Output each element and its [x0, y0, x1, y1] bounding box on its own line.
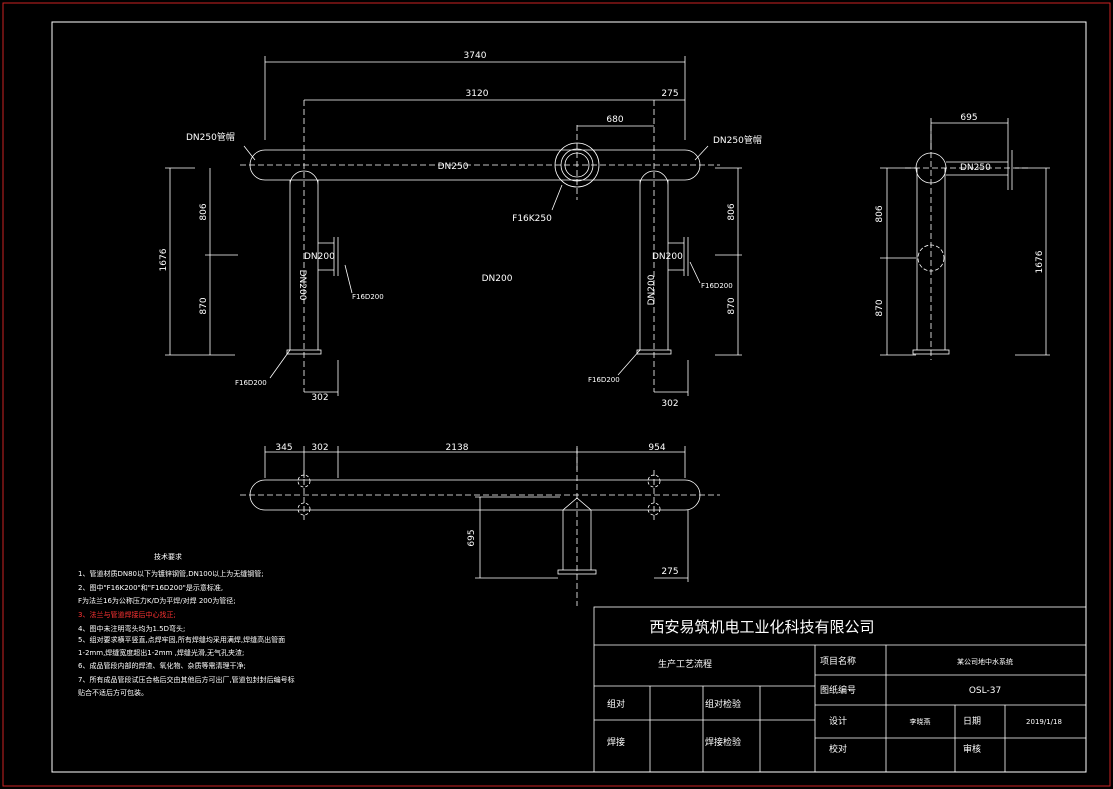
- label-header: DN250: [438, 162, 469, 172]
- design-value: 李晓燕: [910, 717, 931, 726]
- dim-flange-span: 680: [606, 115, 623, 125]
- dim-overall: 3740: [464, 51, 487, 61]
- dim-right-offset: 275: [661, 89, 678, 99]
- top-dim-c: 2138: [446, 443, 469, 453]
- date-value: 2019/1/18: [1026, 718, 1062, 726]
- top-dim-a: 345: [275, 443, 292, 453]
- title-block: [593, 606, 1087, 773]
- label-flange-left-bottom: F16D200: [235, 379, 267, 387]
- top-header: [249, 479, 701, 511]
- note-item: 6、成品管段内部的焊渣、氧化物、杂质等需清理干净;: [78, 661, 246, 670]
- side-dim-total: 1676: [1035, 250, 1045, 273]
- note-item: F为法兰16为公称压力K/D为平焊/对焊 200为管径;: [78, 596, 236, 605]
- label-branch-left: DN200: [304, 252, 335, 262]
- design-label: 设计: [829, 715, 847, 727]
- note-item: 贴合不适后方可包装。: [78, 688, 148, 697]
- top-dim-d: 954: [648, 443, 665, 453]
- right-leg: [639, 170, 669, 350]
- top-dim-depth: 695: [467, 529, 477, 546]
- side-label-header: DN250: [960, 163, 991, 173]
- inner-frame: [51, 21, 1087, 773]
- row-b1: 焊接: [607, 736, 625, 748]
- label-left-cap: DN250管帽: [186, 131, 235, 143]
- label-center: DN200: [482, 274, 513, 284]
- dim-height-lower: 870: [199, 297, 209, 314]
- note-item: 2、图中"F16K200"和"F16D200"是示意标准,: [78, 583, 223, 592]
- dim-height-upper: 806: [199, 203, 209, 220]
- notes-title: 技术要求: [154, 552, 182, 561]
- side-dim-top: 695: [960, 113, 977, 123]
- side-dim-lower: 870: [875, 299, 885, 316]
- project-name-value: 某公司地中水系统: [957, 657, 1013, 666]
- dim-height-total: 1676: [159, 248, 169, 271]
- dim-height-upper-right: 806: [727, 203, 737, 220]
- left-leg: [289, 170, 319, 350]
- label-flange-left-side: F16D200: [352, 293, 384, 301]
- note-item: 4、图中未注明弯头均为1.5D弯头;: [78, 624, 185, 633]
- label-flange-right-side: F16D200: [701, 282, 733, 290]
- dim-leg-right: 302: [661, 399, 678, 409]
- check-label: 校对: [829, 743, 847, 755]
- label-flange-center: F16K250: [512, 214, 552, 224]
- drawing-no-value: OSL-37: [969, 686, 1001, 696]
- label-branch-right: DN200: [652, 252, 683, 262]
- dim-leg-left: 302: [311, 393, 328, 403]
- review-label: 审核: [963, 743, 981, 755]
- date-label: 日期: [963, 716, 981, 727]
- process-label: 生产工艺流程: [658, 658, 712, 670]
- row-b2: 焊接检验: [705, 736, 741, 748]
- drawing-no-label: 图纸编号: [820, 684, 856, 696]
- note-item: 7、所有成品管段试压合格后交由其他后方可出厂,管道包封封后编号标: [78, 675, 295, 684]
- note-item: 3、法兰与管道焊接后中心找正;: [78, 610, 176, 619]
- project-name-label: 项目名称: [820, 655, 856, 667]
- note-item: 1、管道材质DN80以下为镀锌钢管,DN100以上为无缝钢管;: [78, 569, 264, 578]
- label-leg-left: DN200: [297, 270, 307, 301]
- top-dim-b: 302: [311, 443, 328, 453]
- company-name: 西安易筑机电工业化科技有限公司: [649, 618, 874, 636]
- dim-centers: 3120: [466, 89, 489, 99]
- side-dim-upper: 806: [875, 205, 885, 222]
- note-item: 5、组对要求横平竖直,点焊牢固,所有焊缝均采用满焊,焊缝高出管面: [78, 635, 285, 644]
- top-dim-right: 275: [661, 567, 678, 577]
- label-leg-right: DN200: [647, 274, 657, 305]
- label-flange-right-bottom: F16D200: [588, 376, 620, 384]
- row-a1: 组对: [607, 698, 625, 710]
- row-a2: 组对检验: [705, 698, 741, 710]
- label-right-cap: DN250管帽: [713, 134, 762, 146]
- header-pipe: [249, 149, 701, 181]
- dim-height-lower-right: 870: [727, 297, 737, 314]
- notes-list: 1、管道材质DN80以下为镀锌钢管,DN100以上为无缝钢管; 2、图中"F16…: [78, 569, 295, 697]
- note-item: 1-2mm,焊缝宽度超出1-2mm ,焊缝光滑,无气孔夹渣;: [78, 648, 244, 657]
